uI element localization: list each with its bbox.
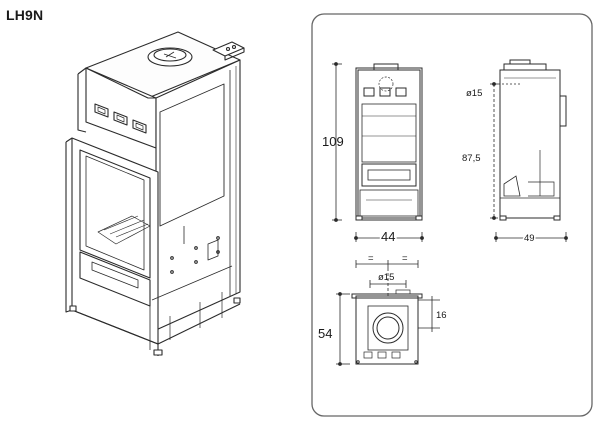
front-elevation-view [355, 63, 423, 221]
plan-depth-dimension-label: 54 [318, 326, 332, 341]
equal-division-dimension-line [355, 260, 419, 296]
flue-diameter-top-label: ø15 [378, 272, 394, 283]
dimension-panel-frame [311, 13, 593, 417]
side-elevation-view [499, 59, 567, 221]
height-dimension-line [332, 62, 342, 222]
width-dimension-label: 44 [381, 229, 395, 244]
flue-diameter-side-label: ø15 [466, 88, 482, 99]
plan-depth-dimension-line [336, 292, 350, 366]
height-dimension-label: 109 [322, 134, 344, 149]
equal-mark-left: = [368, 253, 374, 264]
offset-dimension-line [418, 296, 440, 332]
depth-dimension-line [494, 232, 568, 242]
model-title: LH9N [6, 7, 44, 23]
flue-height-label: 87,5 [462, 153, 481, 164]
stove-perspective-view [65, 31, 245, 356]
offset-dimension-label: 16 [436, 310, 447, 321]
flue-height-dimension-line [490, 82, 520, 220]
equal-mark-right: = [402, 253, 408, 264]
top-plan-view [351, 289, 423, 365]
depth-dimension-label: 49 [524, 233, 535, 244]
width-dimension-line [354, 232, 424, 242]
